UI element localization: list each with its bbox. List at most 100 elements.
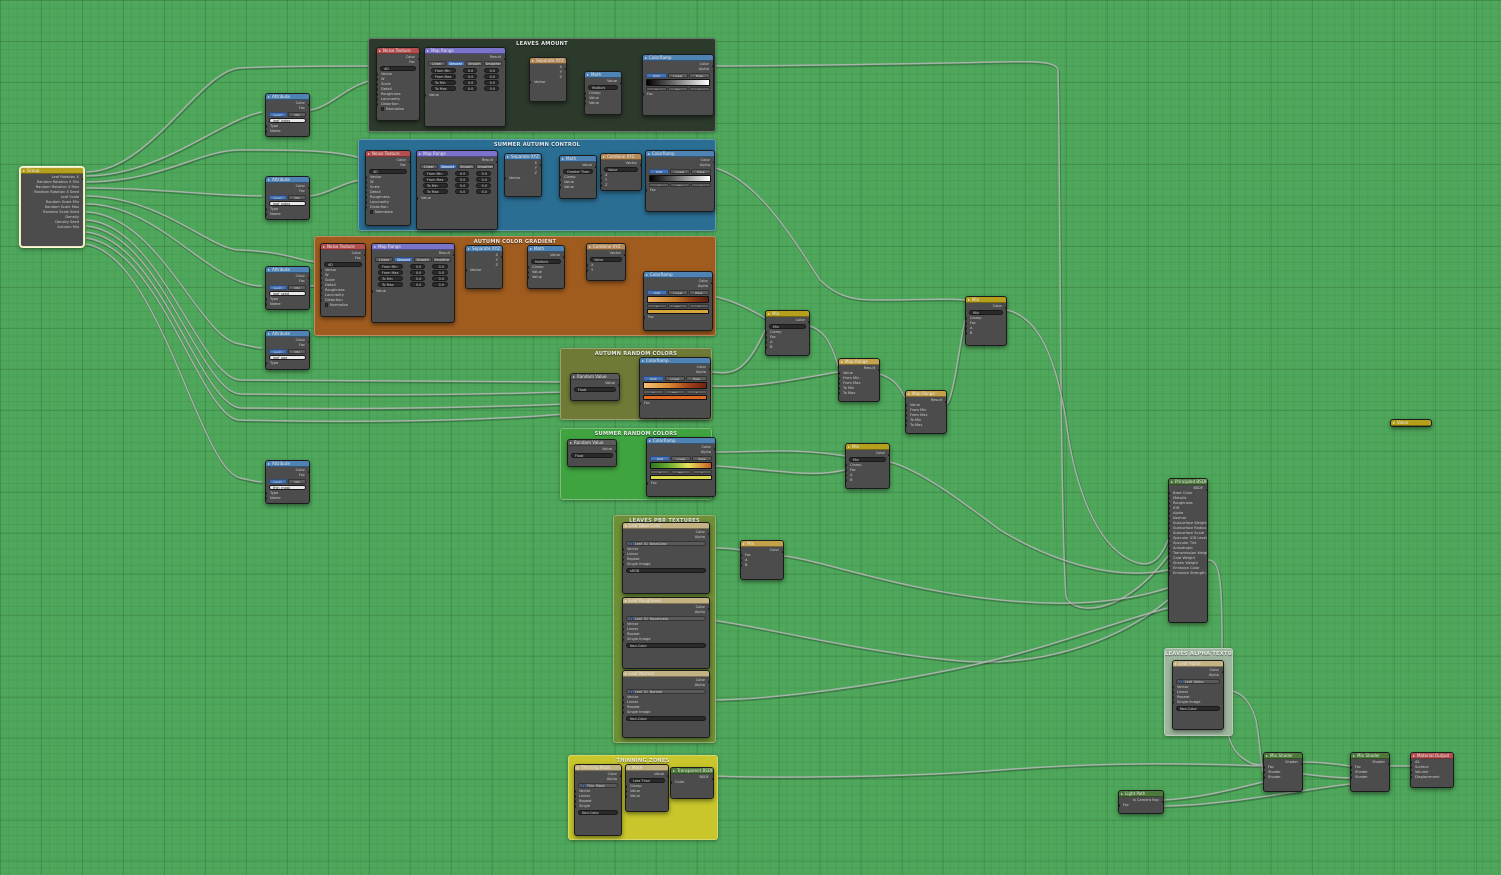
node-socket[interactable] — [266, 124, 268, 128]
ramp-slider[interactable]: 1 — [691, 182, 711, 187]
node-value-field[interactable]: 0.0 — [462, 86, 478, 91]
node-socket[interactable] — [528, 271, 530, 274]
node-socket[interactable] — [1173, 691, 1175, 694]
node-socket[interactable] — [575, 795, 577, 798]
node-socket[interactable] — [839, 382, 841, 385]
node-socket[interactable] — [575, 800, 577, 803]
node-header[interactable]: Map Range — [839, 359, 879, 365]
node-socket[interactable] — [781, 551, 783, 553]
node-socket[interactable] — [711, 65, 713, 67]
node-socket[interactable] — [1169, 517, 1171, 520]
node-socket[interactable] — [1173, 701, 1175, 704]
node-socket[interactable] — [671, 781, 673, 784]
node-socket[interactable] — [846, 479, 848, 482]
node-header[interactable]: Math — [528, 246, 564, 252]
node-socket[interactable] — [1169, 542, 1171, 545]
node-socket[interactable] — [585, 97, 587, 100]
node-button[interactable]: Ease — [689, 73, 711, 78]
ramp-slider[interactable]: 1 — [686, 389, 708, 394]
image-file-field[interactable]: Leaf_01_BaseColor — [626, 541, 706, 546]
node-socket[interactable] — [366, 186, 368, 189]
node-header[interactable]: ColorRamp — [646, 151, 714, 157]
node-socket[interactable] — [417, 197, 419, 200]
node-socket[interactable] — [321, 294, 323, 297]
node-value-field[interactable]: leaf_seed — [269, 290, 306, 296]
node-socket[interactable] — [1004, 307, 1006, 309]
node-value-field[interactable]: Mix — [969, 310, 1003, 315]
node-socket[interactable] — [539, 164, 541, 166]
node-socket[interactable] — [619, 775, 621, 777]
node-header[interactable]: Mix — [741, 541, 783, 547]
color-swatch[interactable] — [647, 309, 709, 314]
node-socket[interactable] — [1169, 512, 1171, 515]
checkbox[interactable] — [325, 303, 329, 307]
node-socket[interactable] — [587, 269, 589, 272]
node-tab[interactable]: Stepped — [446, 61, 465, 66]
node-header[interactable]: Attribute — [266, 461, 309, 467]
node-value-field[interactable]: Less Than — [629, 778, 665, 783]
node-socket[interactable] — [643, 93, 645, 96]
node-header[interactable]: Mix Shader — [1264, 753, 1302, 759]
node-socket[interactable] — [594, 166, 596, 168]
node-tab[interactable]: Smoother — [432, 257, 451, 262]
node-socket[interactable] — [1169, 557, 1171, 560]
node-socket[interactable] — [623, 563, 625, 566]
collapsed-reroute-node[interactable]: Value — [1390, 419, 1432, 427]
node-button[interactable]: Obj — [288, 479, 306, 484]
node-button[interactable]: RGB — [646, 73, 667, 78]
node-socket[interactable] — [366, 201, 368, 204]
checkbox[interactable] — [582, 784, 586, 787]
node-socket[interactable] — [307, 341, 309, 343]
node-header[interactable]: Transparent BSDF — [671, 768, 713, 774]
node-socket[interactable] — [623, 628, 625, 631]
node-socket[interactable] — [707, 533, 709, 535]
node-socket[interactable] — [839, 372, 841, 375]
node-socket[interactable] — [707, 681, 709, 683]
node-socket[interactable] — [906, 419, 908, 422]
node-value-field[interactable]: 0.0 — [432, 270, 448, 275]
node-value-field[interactable]: 4D — [324, 262, 362, 267]
node-socket[interactable] — [906, 424, 908, 427]
node-socket[interactable] — [906, 409, 908, 412]
node-tab[interactable]: Linear — [420, 164, 438, 169]
node-socket[interactable] — [1169, 547, 1171, 550]
node-socket[interactable] — [1161, 801, 1163, 803]
color-ramp-gradient[interactable] — [650, 461, 712, 469]
node-socket[interactable] — [601, 174, 603, 177]
node-socket[interactable] — [1351, 771, 1353, 774]
node-value-field[interactable]: 0.0 — [476, 189, 491, 194]
node-header[interactable]: Math — [585, 72, 621, 78]
node-socket[interactable] — [1264, 771, 1266, 774]
node-value-field[interactable]: 0.0 — [484, 74, 499, 79]
ramp-slider[interactable]: Pos — [667, 86, 689, 91]
node-socket[interactable] — [363, 254, 365, 256]
node-socket[interactable] — [307, 277, 309, 279]
image-file-field[interactable]: Leaf_01_Normal — [626, 689, 706, 694]
node-socket[interactable] — [408, 161, 410, 163]
checkbox[interactable] — [630, 617, 634, 620]
node-socket[interactable] — [1264, 776, 1266, 779]
node-socket[interactable] — [601, 179, 603, 182]
node-socket[interactable] — [1411, 771, 1413, 774]
node-button[interactable]: Obj — [288, 112, 306, 117]
node-socket[interactable] — [1411, 766, 1413, 769]
node-socket[interactable] — [906, 414, 908, 417]
node-socket[interactable] — [366, 181, 368, 184]
node-value-field[interactable]: Non-Color — [1176, 706, 1220, 711]
